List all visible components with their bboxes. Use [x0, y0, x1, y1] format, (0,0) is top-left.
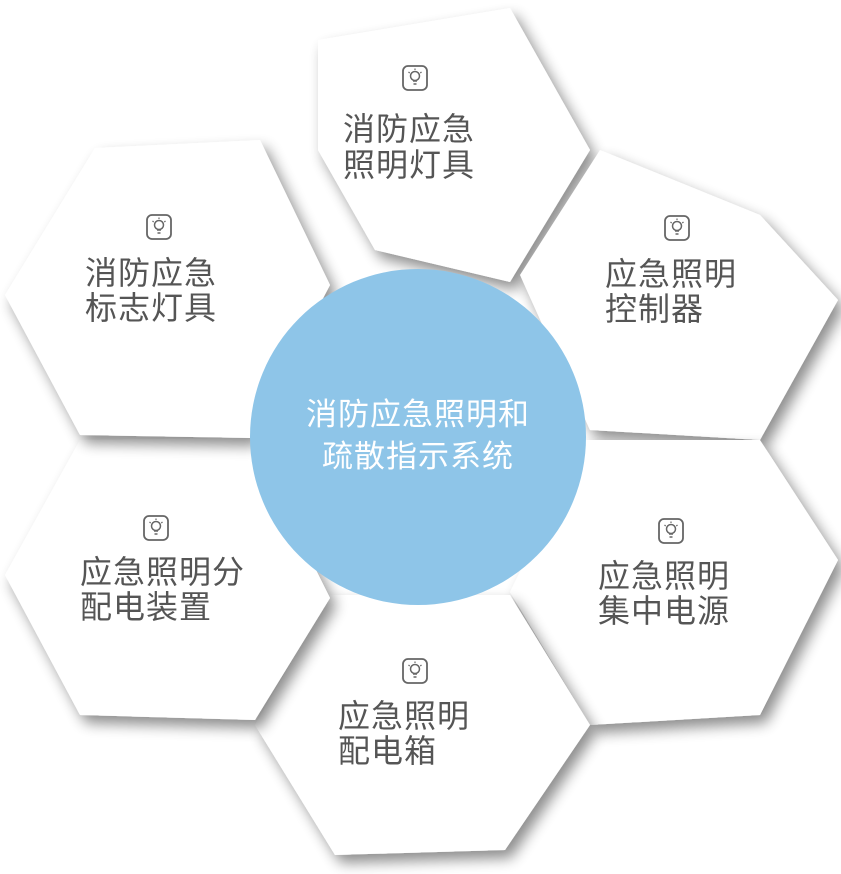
lightbulb-icon [658, 518, 684, 544]
node-top-right-line1: 应急照明 [605, 255, 737, 293]
node-top: 消防应急 照明灯具 [343, 65, 475, 184]
node-top-line2: 照明灯具 [343, 146, 475, 184]
lightbulb-icon [664, 215, 690, 241]
petal-group [5, 8, 838, 855]
node-bottom-right-line1: 应急照明 [598, 557, 730, 595]
petal-bottom-left [5, 438, 330, 720]
node-bottom-left: 应急照明分 配电装置 [80, 515, 245, 626]
node-top-left-line1: 消防应急 [85, 254, 217, 292]
petal-bottom-right [510, 440, 838, 725]
node-top-left: 消防应急 标志灯具 [85, 214, 217, 327]
lightbulb-icon [146, 214, 172, 240]
center-label-line1: 消防应急照明和 [306, 397, 530, 433]
center-circle [250, 269, 586, 605]
node-bottom-line1: 应急照明 [338, 697, 470, 735]
center-label-line2: 疏散指示系统 [322, 439, 514, 475]
node-top-line1: 消防应急 [343, 110, 475, 148]
petal-top [318, 8, 590, 282]
node-top-right: 应急照明 控制器 [605, 215, 737, 328]
node-bottom: 应急照明 配电箱 [338, 658, 470, 770]
node-bottom-right: 应急照明 集中电源 [598, 518, 730, 630]
node-top-right-line2: 控制器 [605, 290, 704, 328]
node-bottom-left-line2: 配电装置 [80, 588, 212, 626]
petal-top-left [5, 140, 330, 438]
node-bottom-left-line1: 应急照明分 [80, 553, 245, 591]
lightbulb-icon [402, 65, 428, 91]
node-top-left-line2: 标志灯具 [85, 289, 217, 327]
node-bottom-right-line2: 集中电源 [598, 592, 730, 630]
node-bottom-line2: 配电箱 [338, 732, 437, 770]
lightbulb-icon [402, 658, 428, 684]
lightbulb-icon [143, 515, 169, 541]
petal-top-right [520, 150, 838, 440]
petal-bottom [255, 595, 590, 855]
